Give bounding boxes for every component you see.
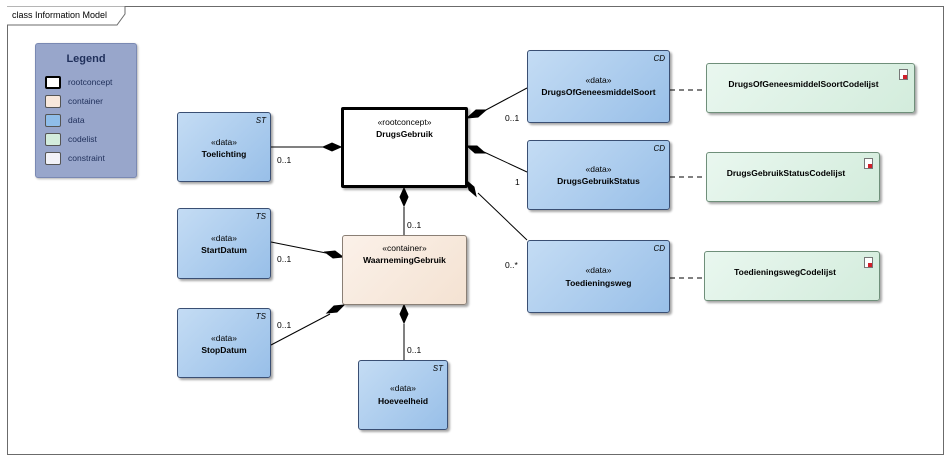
class-stereotype: «data» — [211, 333, 237, 343]
class-stereotype: «data» — [390, 383, 416, 393]
assoc-soort — [483, 87, 528, 112]
class-stereotype: «data» — [585, 75, 612, 85]
diamond-stopdatum — [325, 304, 346, 314]
legend-item-constraint: constraint — [45, 152, 135, 166]
datatype-tag: TS — [255, 212, 266, 221]
codelist-toedieningsweg[interactable]: ToedieningswegCodelijst — [704, 251, 880, 301]
legend-label: rootconcept — [68, 77, 113, 87]
legend-item-data: data — [45, 114, 135, 128]
multiplicity-toelichting: 0..1 — [277, 155, 292, 165]
diamond-toedieningsweg — [466, 179, 477, 198]
class-stereotype: «data» — [211, 233, 237, 243]
datatype-tag: ST — [255, 116, 266, 125]
diamond-toelichting — [321, 142, 343, 152]
codelist-icon — [899, 69, 908, 80]
class-stereotype: «data» — [585, 164, 612, 174]
legend-label: constraint — [68, 153, 105, 163]
legend: Legend rootconcept container data codeli… — [35, 43, 137, 178]
diamond-startdatum — [323, 250, 345, 259]
diamond-waarneming — [399, 186, 409, 208]
class-toedieningsweg[interactable]: CD «data» Toedieningsweg — [527, 240, 670, 313]
datatype-tag: ST — [432, 364, 443, 373]
codelist-drugs-of-geneesmiddel-soort[interactable]: DrugsOfGeneesmiddelSoortCodelijst — [706, 63, 915, 113]
multiplicity-start-datum: 0..1 — [277, 254, 292, 264]
assoc-status — [483, 151, 528, 173]
legend-label: container — [68, 96, 103, 106]
class-toelichting[interactable]: ST «data» Toelichting — [177, 112, 271, 182]
legend-label: codelist — [68, 134, 97, 144]
multiplicity-stop-datum: 0..1 — [277, 320, 292, 330]
codelist-name: ToedieningswegCodelijst — [734, 267, 836, 277]
multiplicity-drugs-gebruik-status: 1 — [515, 177, 520, 187]
diamond-hoeveelheid — [399, 303, 409, 325]
datatype-tag: CD — [653, 244, 665, 253]
codelist-drugs-gebruik-status[interactable]: DrugsGebruikStatusCodelijst — [706, 152, 880, 202]
class-name: DrugsOfGeneesmiddelSoort — [541, 87, 656, 97]
multiplicity-toedieningsweg: 0..* — [505, 260, 518, 270]
legend-swatch-rootconcept — [45, 76, 61, 89]
class-start-datum[interactable]: TS «data» StartDatum — [177, 208, 271, 279]
frame-tab — [7, 6, 126, 26]
datatype-tag: CD — [653, 54, 665, 63]
multiplicity-drugs-of-geneesmiddel-soort: 0..1 — [505, 113, 520, 123]
legend-label: data — [68, 115, 85, 125]
datatype-tag: CD — [653, 144, 665, 153]
class-name: StopDatum — [201, 345, 247, 355]
assoc-toedieningsweg — [477, 192, 528, 241]
multiplicity-waarneming-gebruik: 0..1 — [407, 220, 422, 230]
class-name: Toedieningsweg — [565, 278, 632, 288]
codelist-name: DrugsGebruikStatusCodelijst — [726, 168, 846, 178]
class-hoeveelheid[interactable]: ST «data» Hoeveelheid — [358, 360, 448, 430]
class-stereotype: «container» — [382, 243, 427, 253]
legend-swatch-data — [45, 114, 61, 127]
codelist-icon — [864, 257, 873, 268]
legend-swatch-codelist — [45, 133, 61, 146]
legend-title: Legend — [66, 53, 106, 65]
legend-swatch-constraint — [45, 152, 61, 165]
class-stop-datum[interactable]: TS «data» StopDatum — [177, 308, 271, 378]
class-name: Toelichting — [201, 149, 247, 159]
datatype-tag: TS — [255, 312, 266, 321]
assoc-stopdatum — [270, 313, 331, 346]
class-name: WaarnemingGebruik — [363, 255, 446, 265]
legend-item-container: container — [45, 95, 135, 109]
multiplicity-hoeveelheid: 0..1 — [407, 345, 422, 355]
class-drugs-of-geneesmiddel-soort[interactable]: CD «data» DrugsOfGeneesmiddelSoort — [527, 50, 670, 123]
class-stereotype: «data» — [211, 137, 237, 147]
legend-item-rootconcept: rootconcept — [45, 76, 135, 90]
diamond-soort — [465, 109, 488, 119]
class-name: StartDatum — [201, 245, 247, 255]
class-name: Hoeveelheid — [377, 396, 429, 406]
class-name: DrugsGebruik — [376, 129, 433, 139]
codelist-name: DrugsOfGeneesmiddelSoortCodelijst — [728, 79, 879, 89]
diagram-frame — [7, 6, 944, 455]
diagram-title: class Information Model — [12, 10, 108, 20]
legend-swatch-container — [45, 95, 61, 108]
diamond-status — [465, 145, 487, 154]
class-name: DrugsGebruikStatus — [557, 176, 640, 186]
legend-item-codelist: codelist — [45, 133, 135, 147]
class-stereotype: «data» — [585, 265, 612, 275]
assoc-startdatum — [270, 241, 327, 254]
class-drugs-gebruik-status[interactable]: CD «data» DrugsGebruikStatus — [527, 140, 670, 210]
class-drugs-gebruik[interactable]: «rootconcept» DrugsGebruik — [341, 107, 468, 188]
codelist-icon — [864, 158, 873, 169]
class-waarneming-gebruik[interactable]: «container» WaarnemingGebruik — [342, 235, 467, 305]
class-stereotype: «rootconcept» — [377, 117, 432, 127]
